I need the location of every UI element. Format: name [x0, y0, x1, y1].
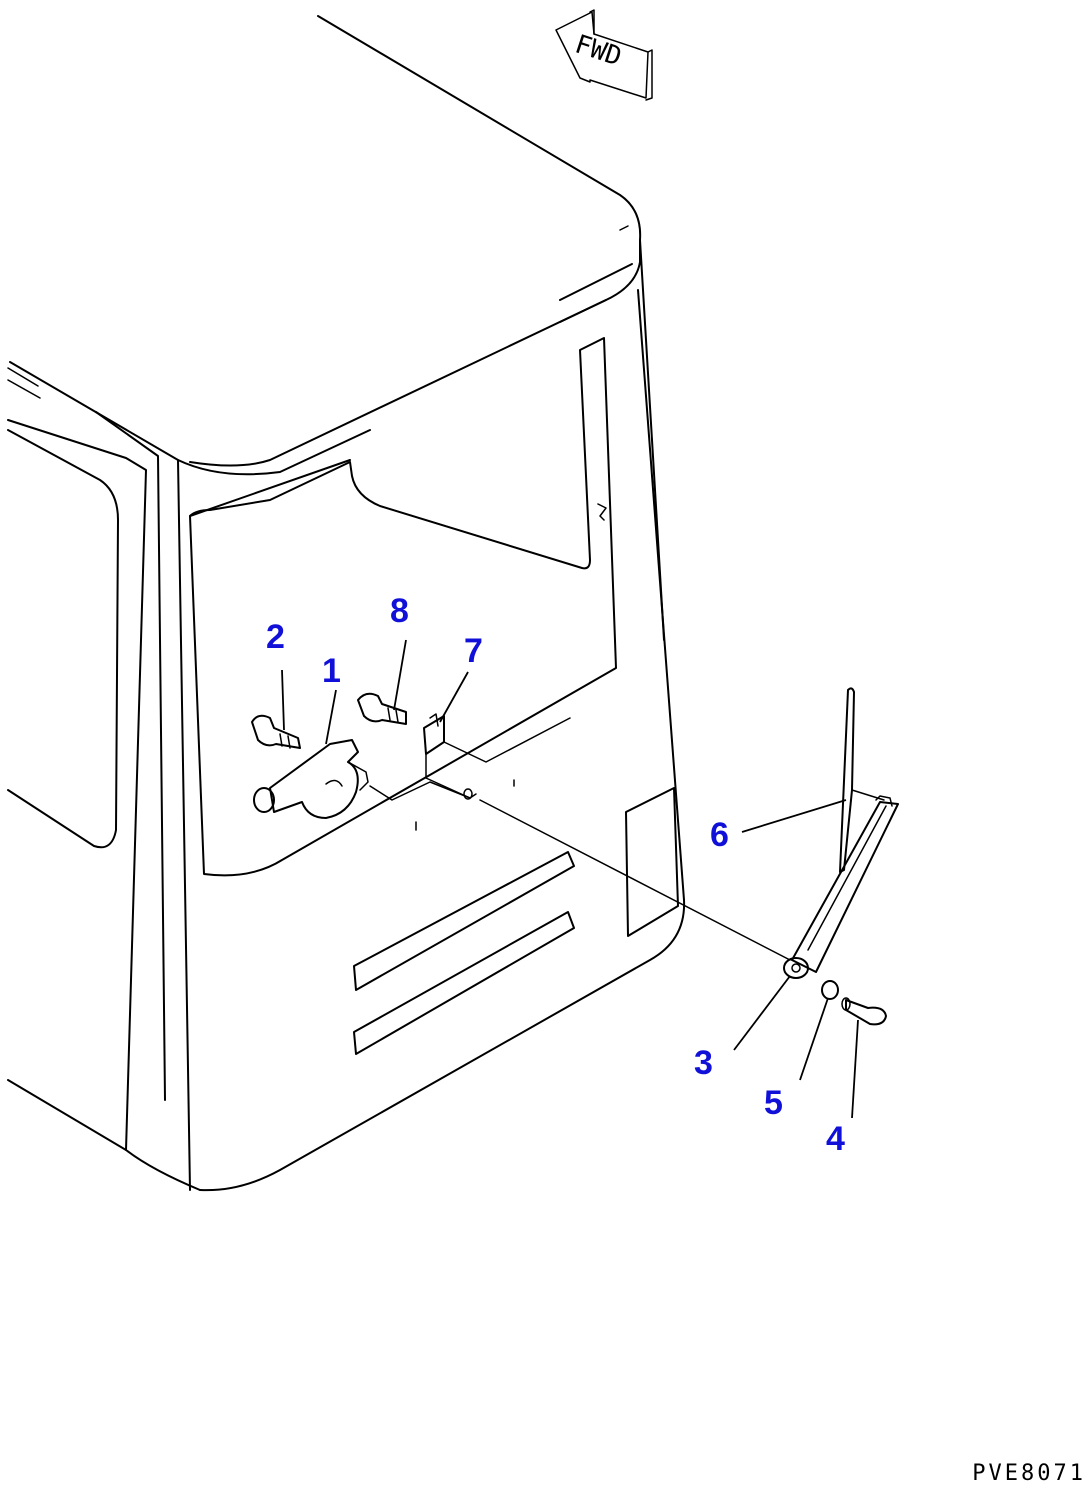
- fwd-label: FWD: [571, 29, 625, 72]
- callout-leaders: [281, 639, 859, 1119]
- callout-3: 3: [694, 1044, 713, 1082]
- callout-2: 2: [266, 618, 285, 656]
- wiper-arm-pivot: [783, 957, 809, 979]
- callout-5: 5: [764, 1084, 783, 1122]
- drawing-code: PVE8071: [972, 1461, 1086, 1486]
- motor-mounting-bolt: [251, 714, 301, 749]
- washer: [821, 980, 839, 1000]
- cab-roof: [7, 15, 642, 476]
- side-window: [7, 429, 119, 849]
- forward-arrow-icon: FWD: [555, 9, 653, 101]
- clip-bolt: [357, 692, 407, 725]
- wiper-motor: [253, 739, 471, 819]
- wiper-arm-and-blade: [791, 687, 899, 973]
- bracket-line: [443, 717, 571, 763]
- clip: [423, 713, 477, 800]
- callout-1: 1: [322, 652, 341, 690]
- callout-8: 8: [390, 592, 409, 630]
- callout-7: 7: [464, 632, 483, 670]
- cab-body: [7, 239, 686, 1192]
- callout-6: 6: [710, 816, 729, 854]
- arm-bolt: [841, 997, 887, 1026]
- lower-panel: [353, 779, 679, 1055]
- rear-windshield: [189, 337, 617, 877]
- pivot-shaft-line: [479, 799, 791, 961]
- callout-labels: 2 1 8 7 6 3 5 4: [266, 592, 845, 1158]
- callout-4: 4: [826, 1120, 845, 1158]
